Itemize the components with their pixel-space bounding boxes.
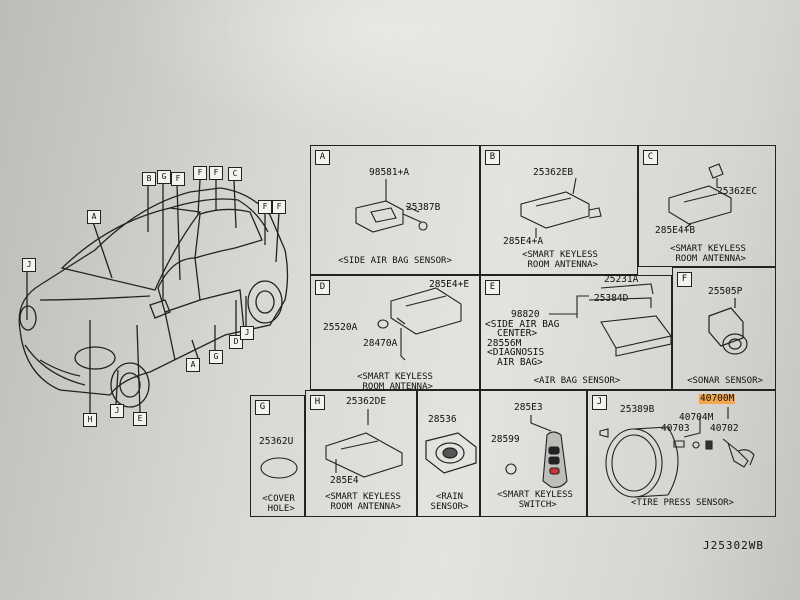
smart-keyless-antenna-drawing <box>520 177 602 238</box>
part-label: <DIAGNOSIS <box>487 347 545 358</box>
car-tag-b: B <box>142 172 156 186</box>
smart-keyless-antenna-c-drawing <box>668 163 732 229</box>
part-label: 28599 <box>491 434 520 445</box>
panel-d: D 285E4+E 25520A 28470A <SMART KEYLESS R… <box>310 275 480 392</box>
panel-g: G 25362U <COVER HOLE> <box>250 395 305 517</box>
part-label: 28470A <box>363 338 398 349</box>
panel-h: H 25362DE 285E4 <SMART KEYLESS ROOM ANTE… <box>305 390 417 517</box>
part-label: 25362EB <box>533 167 574 178</box>
car-tag-f: F <box>171 172 185 186</box>
panel-caption: <AIR BAG SENSOR> <box>533 376 621 386</box>
part-label: 40702 <box>710 423 739 434</box>
panel-j: J 25389B 40700M 40704M 40703 40702 <box>587 390 776 517</box>
panel-caption: <COVER HOLE> <box>262 494 295 514</box>
car-tag-e: E <box>133 412 147 426</box>
cover-hole-drawing <box>260 457 298 479</box>
panel-letter: F <box>677 272 692 287</box>
rain-sensor-drawing <box>425 432 477 474</box>
car-tag-j: J <box>22 258 36 272</box>
car-tag-f5: F <box>272 200 286 214</box>
part-label: 285E4 <box>330 475 359 486</box>
car-tag-f4: F <box>258 200 272 214</box>
panel-e: E 25231A 25384D 98820 <SIDE AIR BAG CENT… <box>480 275 672 390</box>
part-label: 25231A <box>604 274 639 285</box>
panel-caption: <SONAR SENSOR> <box>687 376 763 386</box>
diagram-code: J25302WB <box>703 539 764 552</box>
key-fob-drawing <box>505 415 568 488</box>
part-label-highlighted: 40700M <box>699 393 736 404</box>
panel-letter: B <box>485 150 500 165</box>
car-tag-a: A <box>87 210 101 224</box>
panel-caption: <SMART KEYLESS ROOM ANTENNA> <box>325 492 401 512</box>
car-tag-f2: F <box>193 166 207 180</box>
smart-keyless-antenna-h-drawing <box>325 409 403 478</box>
part-label: 285E4+A <box>503 236 544 247</box>
panel-keyless-switch: 285E3 28599 <SMART KEYLESS SWITCH> <box>480 390 587 517</box>
part-label: 98581+A <box>369 167 410 178</box>
panel-letter: J <box>592 395 607 410</box>
panel-caption: <SIDE AIR BAG SENSOR> <box>338 256 452 266</box>
part-label: 25362U <box>259 436 294 447</box>
panel-letter: A <box>315 150 330 165</box>
panel-letter: C <box>643 150 658 165</box>
panel-b: B 25362EB 285E4+A <SMART KEYLESS ROOM AN… <box>480 145 638 275</box>
panel-f: F 25505P <SONAR SENSOR> <box>672 267 776 390</box>
part-label: 28536 <box>428 414 457 425</box>
panel-a: A 98581+A 25387B <SIDE AIR BAG SENSOR> <box>310 145 480 275</box>
sonar-sensor-drawing <box>708 298 748 355</box>
panel-letter: G <box>255 400 270 415</box>
car-tag-g2: G <box>209 350 223 364</box>
panel-c: C 25362EC 285E4+B <SMART KEYLESS ROOM AN… <box>638 145 776 267</box>
panel-caption: <SMART KEYLESS SWITCH> <box>497 490 573 510</box>
car-tag-d: D <box>229 335 243 349</box>
part-label: 25362EC <box>717 186 758 197</box>
part-label: 25505P <box>708 286 743 297</box>
part-label: 25520A <box>323 322 358 333</box>
part-label: AIR BAG> <box>497 357 543 368</box>
part-label: 28556M <box>487 338 522 349</box>
part-label: 98820 <box>511 309 540 320</box>
car-tag-f3: F <box>209 166 223 180</box>
part-label: <SIDE AIR BAG <box>485 319 560 330</box>
panel-letter: D <box>315 280 330 295</box>
part-label: 25389B <box>620 404 655 415</box>
car-tag-h: H <box>83 413 97 427</box>
part-label: 40703 <box>661 423 690 434</box>
panel-caption: <TIRE PRESS SENSOR> <box>631 498 734 508</box>
air-bag-sensor-drawing <box>549 283 672 357</box>
tire-press-sensor-drawing <box>599 407 755 498</box>
panel-caption: <SMART KEYLESS ROOM ANTENNA> <box>357 372 433 392</box>
panel-caption: <RAIN SENSOR> <box>430 492 469 512</box>
panel-letter: E <box>485 280 500 295</box>
car-tag-j3: J <box>110 404 124 418</box>
part-label: 285E4+B <box>655 225 696 236</box>
part-label: 25387B <box>406 202 441 213</box>
panel-rain-sensor: 28536 <RAIN SENSOR> <box>417 390 480 517</box>
light-glare <box>120 0 640 140</box>
part-label: 40704M <box>679 412 714 423</box>
part-label: CENTER> <box>497 328 538 339</box>
car-tag-c: C <box>228 167 242 181</box>
part-label: 285E3 <box>514 402 543 413</box>
car-tag-a2: A <box>186 358 200 372</box>
part-label: 285E4+E <box>429 279 470 290</box>
panel-caption: <SMART KEYLESS ROOM ANTENNA> <box>670 244 746 264</box>
car-tag-g: G <box>157 170 171 184</box>
car-tag-j2: J <box>240 326 254 340</box>
part-label: 25362DE <box>346 396 387 407</box>
part-label: 25384D <box>594 293 629 304</box>
side-air-bag-sensor-drawing <box>355 179 428 233</box>
panel-caption: <SMART KEYLESS ROOM ANTENNA> <box>522 250 598 270</box>
smart-keyless-antenna-d-drawing <box>377 287 462 361</box>
panel-letter: H <box>310 395 325 410</box>
